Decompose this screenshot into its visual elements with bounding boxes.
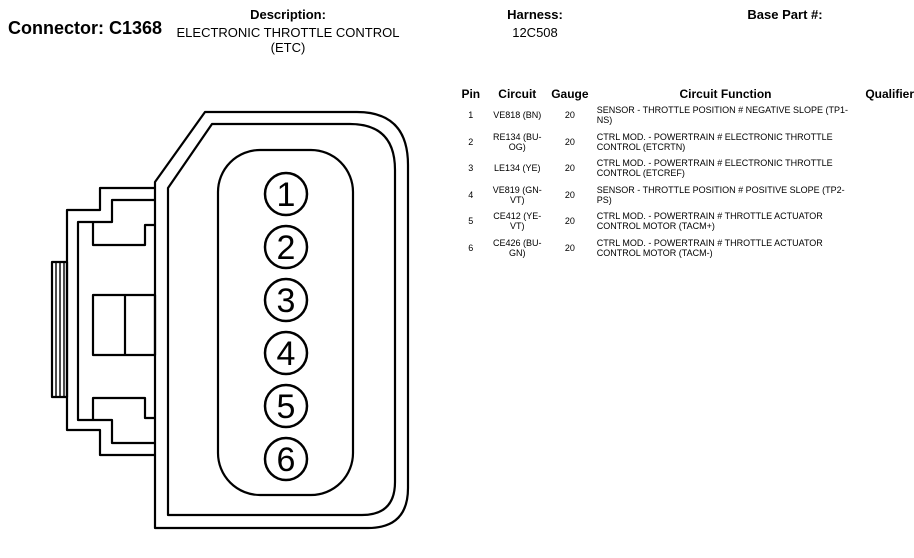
cell-circuit: VE819 (GN-VT)	[492, 184, 542, 205]
housing-inner	[166, 122, 397, 517]
pin-3-label: 3	[277, 282, 296, 320]
pin-4-label: 4	[277, 335, 296, 373]
cell-gauge: 20	[564, 110, 575, 121]
cell-gauge: 20	[564, 136, 575, 147]
cell-function: SENSOR - THROTTLE POSITION # POSITIVE SL…	[596, 184, 845, 205]
header-circuit: Circuit	[498, 87, 537, 101]
cell-gauge: 20	[564, 163, 575, 174]
cell-qualifier	[854, 102, 914, 129]
cell-gauge: 20	[564, 242, 575, 253]
cell-pin: 6	[468, 242, 474, 253]
connector-drawing: 1 2 3 4 5 6	[50, 110, 410, 530]
pin-5-circle	[263, 383, 309, 429]
pin-4-circle	[263, 330, 309, 376]
cell-pin: 1	[468, 110, 474, 121]
cell-circuit: CE426 (BU-GN)	[493, 237, 542, 258]
harness-label: Harness:	[507, 7, 563, 22]
cell-circuit: CE412 (YE-VT)	[493, 211, 542, 232]
pin-cavity	[216, 148, 355, 497]
table-row: 3 LE134 (YE) 20 CTRL MOD. - POWERTRAIN #…	[454, 155, 914, 182]
pin-table: Pin Circuit Gauge Circuit Function Quali…	[454, 86, 914, 261]
header-circuit-function: Circuit Function	[679, 87, 772, 101]
harness-value: 12C508	[512, 25, 558, 40]
base-part-label: Base Part #:	[747, 7, 823, 22]
lock-tab-outer	[65, 186, 155, 457]
cell-circuit: VE818 (BN)	[493, 110, 542, 121]
cell-pin: 4	[468, 189, 474, 200]
table-row: 4 VE819 (GN-VT) 20 SENSOR - THROTTLE POS…	[454, 182, 914, 209]
cell-qualifier	[854, 208, 914, 235]
cell-function: CTRL MOD. - POWERTRAIN # ELECTRONIC THRO…	[596, 131, 833, 152]
cell-circuit: LE134 (YE)	[494, 163, 541, 174]
pin-5-label: 5	[277, 388, 296, 426]
cell-gauge: 20	[564, 189, 575, 200]
description-value: ELECTRONIC THROTTLE CONTROL (ETC)	[176, 25, 400, 55]
header-qualifier: Qualifier	[865, 87, 914, 101]
housing-outer	[153, 110, 410, 530]
table-row: 6 CE426 (BU-GN) 20 CTRL MOD. - POWERTRAI…	[454, 235, 914, 262]
cell-pin: 2	[468, 136, 474, 147]
cell-circuit: RE134 (BU-OG)	[493, 131, 542, 152]
cell-function: CTRL MOD. - POWERTRAIN # THROTTLE ACTUAT…	[596, 211, 823, 232]
cell-function: SENSOR - THROTTLE POSITION # NEGATIVE SL…	[596, 105, 848, 126]
cell-gauge: 20	[564, 216, 575, 227]
cell-qualifier	[854, 182, 914, 209]
cell-qualifier	[854, 129, 914, 156]
lock-tab-step-top	[91, 222, 155, 247]
description-label: Description:	[250, 7, 326, 22]
cell-qualifier	[854, 155, 914, 182]
cell-qualifier	[854, 235, 914, 262]
cell-pin: 5	[468, 216, 474, 227]
table-row: 5 CE412 (YE-VT) 20 CTRL MOD. - POWERTRAI…	[454, 208, 914, 235]
cell-pin: 3	[468, 163, 474, 174]
pin-1-circle	[263, 171, 309, 217]
pin-2-label: 2	[277, 229, 296, 267]
pin-1-label: 1	[277, 176, 296, 214]
header-gauge: Gauge	[551, 87, 589, 101]
connector-title: Connector: C1368	[8, 18, 163, 38]
pin-3-circle	[263, 277, 309, 323]
table-row: 1 VE818 (BN) 20 SENSOR - THROTTLE POSITI…	[454, 102, 914, 129]
cell-function: CTRL MOD. - POWERTRAIN # ELECTRONIC THRO…	[596, 158, 833, 179]
pin-6-label: 6	[277, 441, 296, 479]
pin-table-header: Pin Circuit Gauge Circuit Function Quali…	[454, 86, 914, 102]
table-row: 2 RE134 (BU-OG) 20 CTRL MOD. - POWERTRAI…	[454, 129, 914, 156]
header-pin: Pin	[461, 87, 481, 101]
lock-tab-step-bottom	[91, 396, 155, 420]
cell-function: CTRL MOD. - POWERTRAIN # THROTTLE ACTUAT…	[596, 237, 823, 258]
lock-tab-inner	[76, 198, 155, 445]
pin-2-circle	[263, 224, 309, 270]
pin-6-circle	[263, 436, 309, 482]
connector-face-diagram: 1 2 3 4 5 6	[0, 60, 440, 553]
